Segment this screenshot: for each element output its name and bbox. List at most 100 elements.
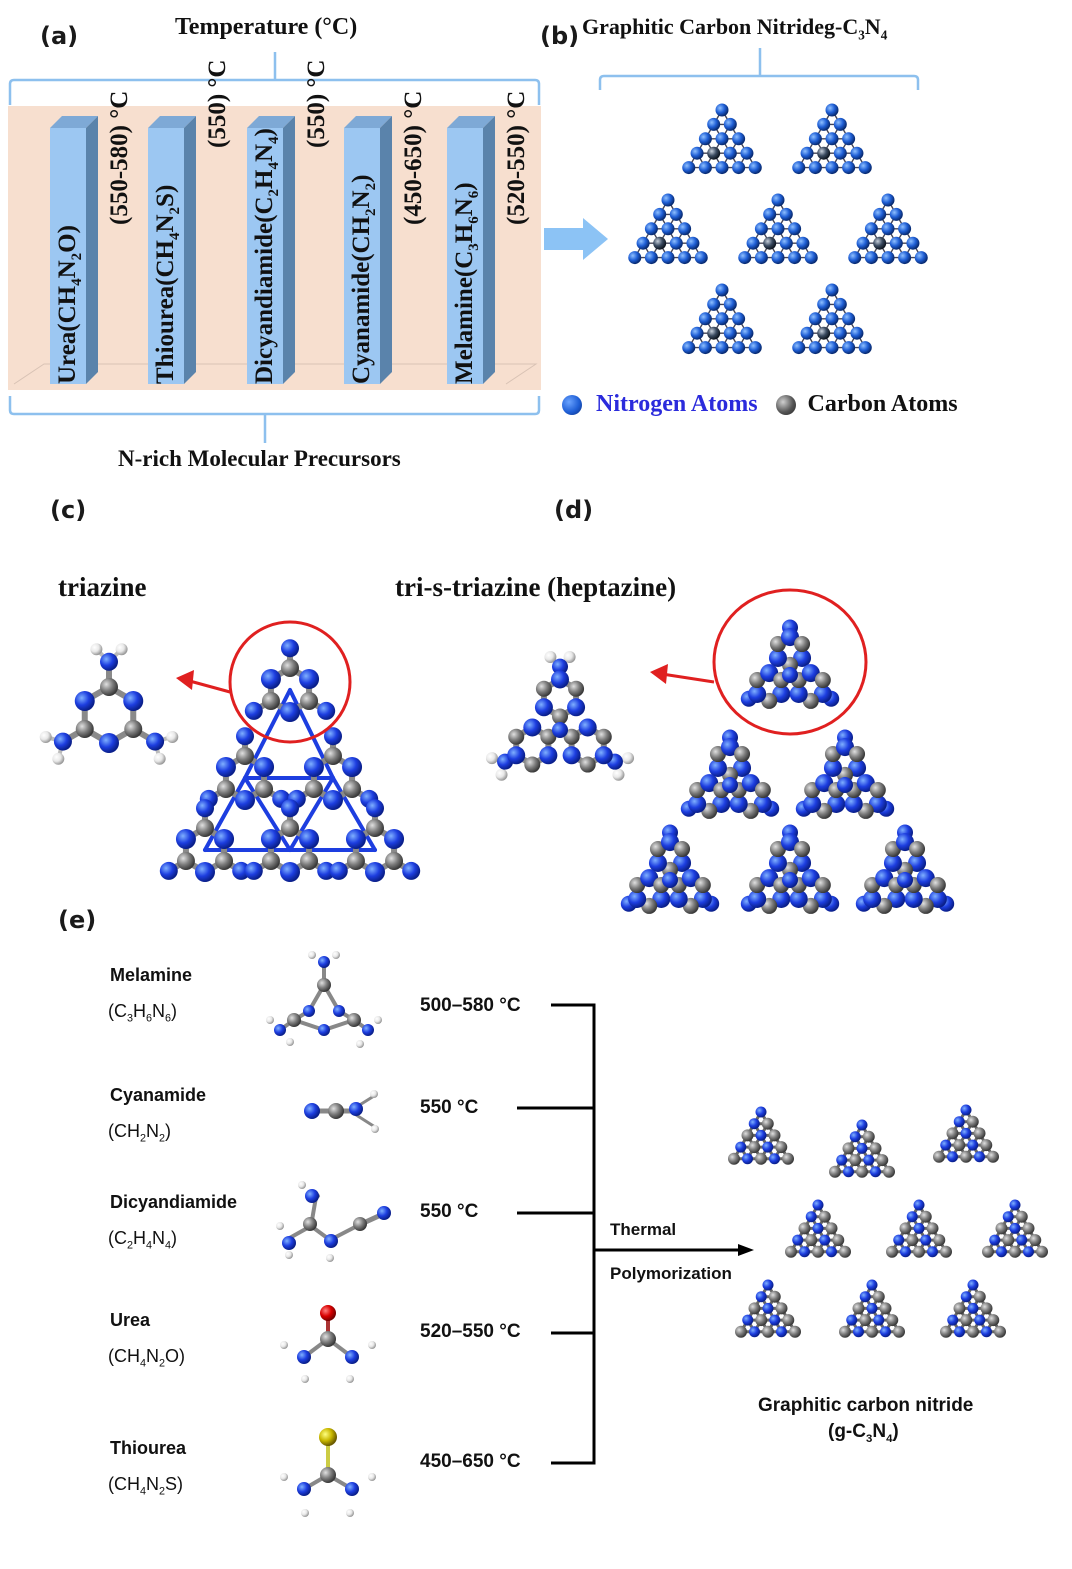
carbon-atom [75, 720, 94, 738]
nitrogen-atom [260, 829, 281, 849]
carbon-atom [317, 978, 331, 992]
nitrogen-atom [873, 1314, 885, 1326]
nitrogen-atom [842, 161, 856, 175]
hydrogen-atom [368, 1341, 376, 1349]
nitrogen-atom [906, 236, 920, 250]
hydrogen-atom [485, 752, 498, 765]
process-arrow-head [738, 1244, 754, 1256]
hydrogen-atom [115, 643, 128, 656]
nitrogen-atom [974, 1151, 985, 1163]
carbon-atom [734, 746, 751, 763]
process-label-polymerization: Polymorization [610, 1264, 732, 1283]
carbon-atom [794, 841, 811, 858]
carbon-atom [775, 1141, 788, 1154]
nitrogen-atom [799, 1246, 810, 1258]
precursor-temperature-cyanamide: 550 °C [420, 1097, 479, 1118]
carbon-atom [893, 1325, 905, 1338]
carbon-atom [176, 852, 195, 870]
nitrogen-atom [1009, 1199, 1021, 1211]
nitrogen-atom [837, 777, 853, 793]
nitrogen-atom [305, 1189, 319, 1203]
carbon-atom [960, 1150, 972, 1163]
hydrogen-atom [371, 1125, 379, 1133]
nitrogen-atom [762, 1141, 774, 1153]
carbon-atom [839, 1245, 851, 1258]
nitrogen-atom [856, 1119, 868, 1131]
nitrogen-atom [881, 251, 895, 265]
nitrogen-atom [317, 701, 336, 720]
carbon-atom [524, 756, 541, 773]
carbon-atom [852, 1302, 865, 1315]
nitrogen-atom [297, 1350, 311, 1364]
nitrogen-atom [669, 236, 683, 250]
carbon-atom [953, 1302, 966, 1315]
carbon-atom [346, 852, 365, 870]
nitrogen-atom [769, 1153, 780, 1165]
nitrogen-atom [748, 341, 762, 355]
carbon-atom [953, 1139, 966, 1152]
nitrogen-atom [782, 872, 798, 888]
bond [331, 776, 377, 852]
bond [243, 776, 292, 852]
nitrogen-atom [748, 889, 767, 908]
carbon-atom [1015, 1210, 1028, 1223]
nitrogen-atom [384, 829, 405, 849]
nitrogen-atom [789, 889, 808, 908]
nitrogen-atom [698, 161, 712, 175]
nitrogen-atom [866, 1279, 878, 1291]
carbon-atom [281, 819, 299, 837]
nitrogen-atom [898, 222, 912, 236]
nitrogen-atom [843, 1166, 854, 1178]
nitrogen-atom [833, 146, 847, 160]
nitrogen-atom [771, 222, 785, 236]
nitrogen-atom [836, 1154, 848, 1166]
nitrogen-atom [297, 1482, 311, 1496]
carbon-atom [535, 680, 552, 697]
carbon-atom [741, 1129, 754, 1142]
carbon-atom [328, 1103, 344, 1119]
hydrogen-atom [368, 1473, 376, 1481]
carbon-atom [385, 852, 404, 870]
nitrogen-atom [853, 1326, 864, 1338]
carbon-atom [817, 146, 831, 160]
nitrogen-atom [748, 161, 762, 175]
carbon-atom [814, 672, 831, 689]
carbon-atom [353, 1217, 367, 1231]
carbon-atom [236, 747, 254, 765]
hydrogen-atom [346, 1375, 354, 1383]
hydrogen-atom [52, 752, 65, 765]
precursor-formula-thiourea: (CH4N2S) [108, 1474, 184, 1498]
nitrogen-atom [947, 1314, 959, 1326]
panel-e-label: (e) [58, 906, 97, 934]
nitrogen-atom [362, 1024, 374, 1036]
nitrogen-atom [698, 312, 712, 326]
nitrogen-atom [715, 283, 729, 297]
hydrogen-atom [285, 1251, 293, 1259]
carbon-atom [347, 1013, 361, 1027]
nitrogen-atom [825, 161, 839, 175]
thiourea-molecule [280, 1428, 376, 1517]
dicyandiamide-molecule [276, 1181, 391, 1262]
triazine-monomer [39, 643, 179, 765]
carbon-atom [320, 1467, 336, 1483]
carbon-atom [653, 236, 667, 250]
nitrogen-atom [74, 691, 95, 711]
carbon-atom [869, 782, 886, 799]
nitrogen-atom [825, 283, 839, 297]
polymerization-bracket [517, 1003, 740, 1465]
carbon-atom [798, 1222, 811, 1235]
nitrogen-atom [844, 794, 863, 813]
nitrogen-atom [960, 1127, 972, 1139]
urea-molecule [280, 1305, 376, 1383]
nitrogen-atom [904, 889, 923, 908]
carbon-atom [324, 747, 342, 765]
precursor-name-urea: Urea [110, 1310, 151, 1330]
hydrogen-atom [332, 951, 340, 959]
nitrogen-atom [808, 341, 822, 355]
carbon-atom [866, 1325, 878, 1338]
nitrogen-atom [889, 207, 903, 221]
nitrogen-atom [825, 341, 839, 355]
hydrogen-atom [266, 1016, 274, 1024]
nitrogen-atom [800, 146, 814, 160]
carbon-atom [300, 852, 319, 870]
